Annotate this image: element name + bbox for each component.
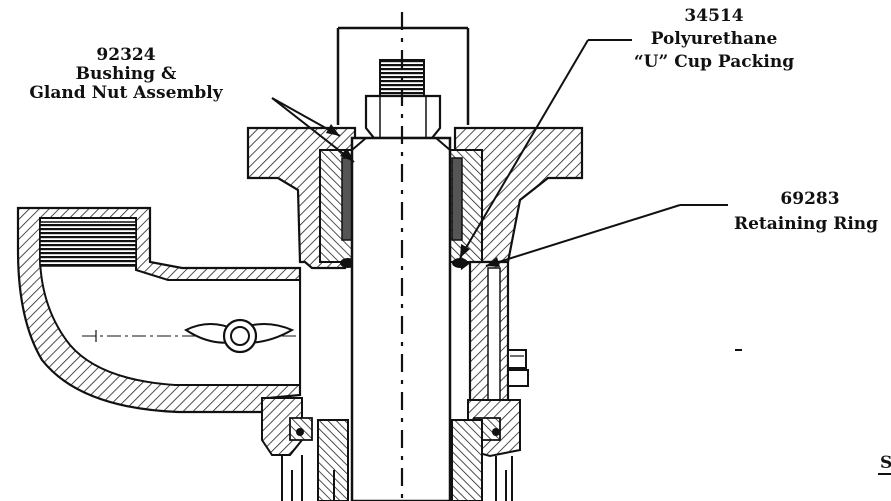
u-cup-packing-right (451, 157, 463, 241)
callout-packing-desc2: “U” Cup Packing (634, 52, 794, 72)
callout-packing-part: 34514 (684, 6, 743, 26)
pipe-thread (39, 221, 137, 267)
wing-handle (184, 318, 295, 354)
callout-packing: 34514 Polyurethane “U” Cup Packing (634, 6, 794, 72)
retaining-ring-right (452, 258, 468, 268)
callout-bushing-part: 92324 (96, 45, 155, 65)
callout-bushing: 92324 Bushing & Gland Nut Assembly (29, 45, 223, 103)
u-cup-packing-left (341, 157, 353, 241)
callout-bushing-desc1: Bushing & (76, 64, 177, 84)
callout-retaining-ring: 69283 Retaining Ring (734, 189, 878, 234)
callout-ring-desc: Retaining Ring (734, 214, 878, 234)
leader-lines (271, 39, 728, 267)
bolt-right-lower (507, 369, 529, 387)
corner-fragment-text: S (880, 453, 891, 473)
callout-packing-desc1: Polyurethane (651, 29, 778, 49)
callout-ring-part: 69283 (780, 189, 839, 209)
bolt-right-upper (507, 349, 527, 369)
lower-cylinder (281, 419, 513, 501)
callout-bushing-desc2: Gland Nut Assembly (29, 83, 223, 103)
